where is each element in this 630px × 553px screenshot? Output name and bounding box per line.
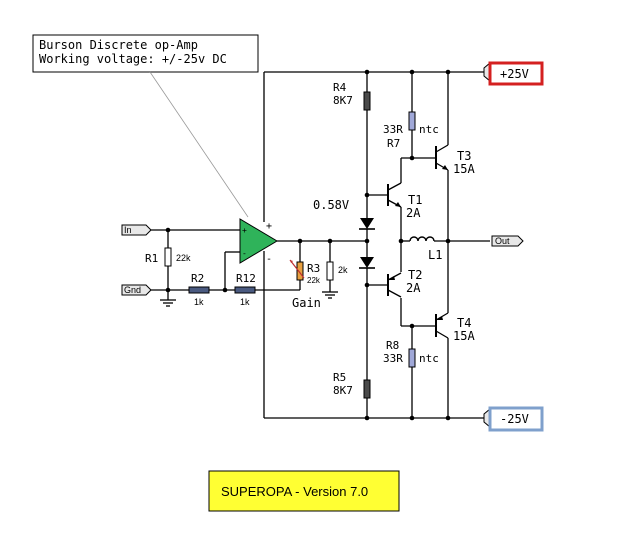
r4-value: 8K7	[333, 94, 353, 107]
resistor-r2: R2 1k	[188, 272, 210, 307]
resistor-r4: R4 8K7	[333, 81, 371, 111]
wires	[150, 71, 490, 419]
r3-value: 22k	[307, 276, 321, 285]
opamp: + - + -	[239, 218, 278, 265]
version-banner: SUPEROPA - Version 7.0	[208, 470, 400, 512]
transistor-t4: T4 15A	[435, 312, 475, 343]
r5-value: 8K7	[333, 384, 353, 397]
opamp-minus: -	[266, 254, 272, 265]
transistor-t1: T1 2A	[387, 182, 422, 220]
r1-name: R1	[145, 252, 158, 265]
r8-value: 33R	[383, 352, 403, 365]
diode-upper	[359, 212, 375, 241]
r7-extra: ntc	[419, 123, 439, 136]
ground-symbol	[160, 299, 176, 307]
r2-name: R2	[191, 272, 204, 285]
r12-name: R12	[236, 272, 256, 285]
resistor-r12: R12 1k	[234, 272, 256, 307]
junctions	[165, 69, 451, 421]
t1-value: 2A	[406, 206, 421, 220]
t2-name: T2	[408, 268, 422, 282]
terminal-gnd[interactable]: Gnd	[121, 284, 152, 296]
note-line-2: Working voltage: +/-25v DC	[39, 52, 227, 66]
terminal-vpos[interactable]: +25V	[483, 61, 544, 86]
r5-name: R5	[333, 371, 346, 384]
r4-name: R4	[333, 81, 347, 94]
resistor-r5: R5 8K7	[333, 371, 371, 399]
r3-name: R3	[307, 262, 320, 275]
note-line-1: Burson Discrete op-Amp	[39, 38, 198, 52]
terminal-vneg-label: -25V	[500, 412, 529, 426]
r7-name: R7	[387, 137, 400, 150]
r2-value: 1k	[194, 297, 204, 307]
t1-name: T1	[408, 193, 422, 207]
t4-name: T4	[457, 316, 471, 330]
terminal-in-label: In	[124, 225, 132, 235]
bias-voltage-label: 0.58V	[313, 198, 349, 212]
inductor-l1: L1	[409, 236, 442, 262]
r8-name: R8	[386, 339, 399, 352]
svg-text:+: +	[242, 226, 247, 235]
t2-value: 2A	[406, 281, 421, 295]
t3-value: 15A	[453, 162, 475, 176]
t4-value: 15A	[453, 329, 475, 343]
ground-symbol	[322, 291, 338, 299]
banner-text: SUPEROPA - Version 7.0	[221, 484, 368, 499]
terminal-gnd-label: Gnd	[124, 285, 141, 295]
transistor-t3: T3 15A	[435, 144, 475, 176]
t3-name: T3	[457, 149, 471, 163]
annotation-note: Burson Discrete op-Amp Working voltage: …	[32, 34, 259, 218]
resistor-r7: 33R ntc R7	[383, 111, 439, 150]
terminal-in[interactable]: In	[121, 224, 152, 236]
resistor-r3-pot: R3 22k Gain	[289, 259, 321, 310]
r7-value: 33R	[383, 123, 403, 136]
resistor-r3b: 2k	[326, 261, 348, 281]
r1-value: 22k	[176, 253, 191, 263]
transistor-t2: T2 2A	[387, 268, 422, 298]
resistor-r8: R8 33R ntc	[383, 339, 439, 368]
diode-lower	[359, 241, 375, 270]
terminal-out-label: Out	[495, 236, 510, 246]
terminal-out[interactable]: Out	[491, 235, 524, 247]
r3b-value: 2k	[338, 265, 348, 275]
terminal-vneg[interactable]: -25V	[483, 406, 544, 432]
terminal-vpos-label: +25V	[500, 67, 529, 81]
resistor-r1: R1 22k	[145, 247, 191, 267]
opamp-plus: +	[266, 221, 272, 232]
svg-text:-: -	[242, 249, 247, 258]
gain-label: Gain	[292, 296, 321, 310]
r8-extra: ntc	[419, 352, 439, 365]
l1-name: L1	[428, 248, 442, 262]
r12-value: 1k	[240, 297, 250, 307]
